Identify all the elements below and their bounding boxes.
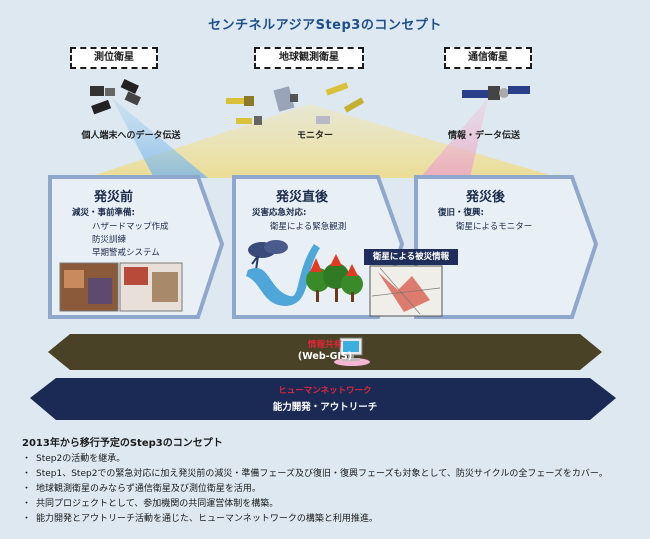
notes-list: ・Step2の活動を継承。 ・Step1、Step2での緊急対応に加え発災前の減… [22,452,608,527]
positioning-caption: 個人端末へのデータ伝送 [81,131,181,141]
communication-satellite-label: 通信衛星 [444,47,532,69]
page-title: センチネルアジアStep3のコンセプト [208,18,442,33]
damage-map-image [369,265,443,317]
notes-title: 2013年から移行予定のStep3のコンセプト [22,438,223,449]
phase-immediate-title: 発災直後 [276,190,329,205]
phase-before-item: 早期警戒システム [92,248,160,258]
info-sharing-label: 情報共有 [307,340,342,350]
communication-satellites [462,86,530,100]
disaster-illustration [246,240,363,306]
communication-beam [420,98,488,178]
earth-observation-satellites [226,82,365,125]
bullet-icon: ・ [22,454,32,464]
phase-before-item: 防災訓練 [92,235,127,245]
phase-before-title: 発災前 [94,190,134,205]
phase-after-title: 発災後 [466,190,506,205]
list-item: ・地球観測衛星のみならず通信衛星及び測位衛星を活用。 [22,482,608,497]
positioning-beam [112,98,208,178]
bullet-icon: ・ [22,514,32,524]
bullet-icon: ・ [22,484,32,494]
info-sharing-sublabel: (Web-GIS) [297,351,353,362]
phase-after-subtitle: 復旧・復興: [438,208,484,218]
bullet-icon: ・ [22,499,32,509]
human-network-band [30,378,616,420]
damage-map-label: 衛星による被災情報 [364,249,458,265]
phase-after-item: 衛星によるモニター [456,222,533,232]
earth-observation-satellite-label: 地球観測衛星 [254,47,364,69]
list-item: ・Step1、Step2での緊急対応に加え発災前の減災・準備フェーズ及び復旧・復… [22,467,608,482]
positioning-satellite-label: 測位衛星 [70,47,158,69]
earth-observation-caption: モニター [296,131,333,141]
positioning-satellite-1 [90,86,115,115]
list-item: ・Step2の活動を継承。 [22,452,608,467]
positioning-satellite-2 [120,78,142,106]
phase-after-shape [414,175,599,319]
list-item: ・能力開発とアウトリーチ活動を通じた、ヒューマンネットワークの構築と利用推進。 [22,512,608,527]
phase-before-item: ハザードマップ作成 [92,222,169,232]
phase-immediate-item: 衛星による緊急観測 [270,222,347,232]
human-network-sublabel: 能力開発・アウトリーチ [272,402,378,413]
communication-caption: 情報・データ伝送 [447,131,520,141]
bullet-icon: ・ [22,469,32,479]
info-sharing-band [48,334,602,370]
phase-immediate-subtitle: 災害応急対応: [252,208,307,218]
phase-before-photos [59,262,183,312]
human-network-label: ヒューマンネットワーク [278,386,372,396]
computer-icon [334,337,370,366]
list-item: ・共同プロジェクトとして、参加機関の共同運営体制を構築。 [22,497,608,512]
phase-before-subtitle: 減災・事前準備: [72,208,135,218]
